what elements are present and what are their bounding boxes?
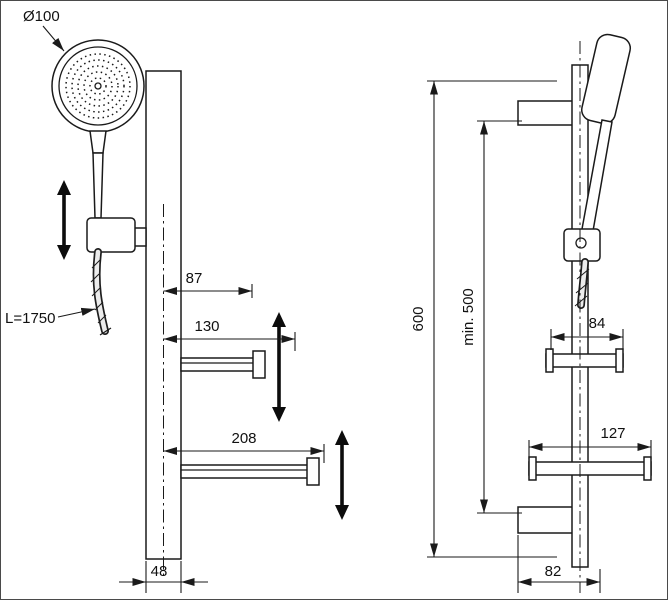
dim-208-label: 208: [231, 430, 256, 447]
front-view: Ø100 L=1750: [5, 8, 349, 593]
slider-holder-side: [563, 228, 601, 309]
dimension-208: 208: [163, 430, 325, 463]
dim-min-500-label: min. 500: [460, 288, 477, 346]
side-view: 600 min. 500 84 127 82: [410, 33, 652, 593]
adjust-arrow-lower-shelf: [335, 430, 349, 520]
nozzle-ring: [71, 59, 125, 113]
shower-head-side: [580, 33, 632, 232]
dimension-82: 82: [517, 535, 601, 593]
dimension-head-diameter: Ø100: [23, 8, 65, 52]
dim-127-label: 127: [600, 425, 625, 442]
holder-clamp: [133, 227, 147, 247]
hose: [90, 248, 112, 336]
head-center: [94, 82, 102, 90]
dim-600-label: 600: [410, 306, 427, 331]
dimension-hose-length: L=1750: [5, 307, 96, 327]
slider-holder-front: [86, 217, 147, 253]
dim-130-label: 130: [194, 318, 219, 335]
adjust-arrow-handshower: [57, 180, 71, 260]
soap-dish-lower-side: [528, 456, 652, 481]
wall-bracket-bottom: [517, 506, 574, 534]
soap-dish-lower-front: [180, 457, 320, 486]
dim-82-label: 82: [545, 563, 562, 580]
soap-dish-upper-side: [545, 348, 624, 373]
dim-84-label: 84: [589, 315, 606, 332]
handle: [92, 152, 104, 219]
head-diameter-label: Ø100: [23, 8, 60, 25]
hose-length-label: L=1750: [5, 310, 55, 327]
dimension-84: 84: [550, 315, 624, 350]
nozzle-ring: [77, 65, 119, 107]
soap-dish-upper-front: [180, 350, 266, 379]
holder-body: [86, 217, 136, 253]
wall-bracket-top: [517, 100, 574, 126]
dimension-127: 127: [528, 425, 652, 459]
dimension-min-500: min. 500: [460, 120, 522, 514]
shower-head-front: [51, 39, 145, 219]
dimension-87: 87: [163, 270, 253, 298]
dimension-600: 600: [410, 80, 557, 558]
nozzle-ring: [65, 53, 131, 119]
head-neck: [89, 130, 107, 154]
dimension-48: 48: [119, 561, 208, 593]
dimension-130: 130: [163, 318, 296, 351]
adjust-arrow-upper-shelf: [272, 312, 286, 422]
head-inner-ring: [58, 46, 138, 126]
nozzle-ring: [89, 77, 107, 95]
dim-48-label: 48: [151, 563, 168, 580]
dim-87-label: 87: [186, 270, 203, 287]
nozzle-ring: [83, 71, 113, 101]
